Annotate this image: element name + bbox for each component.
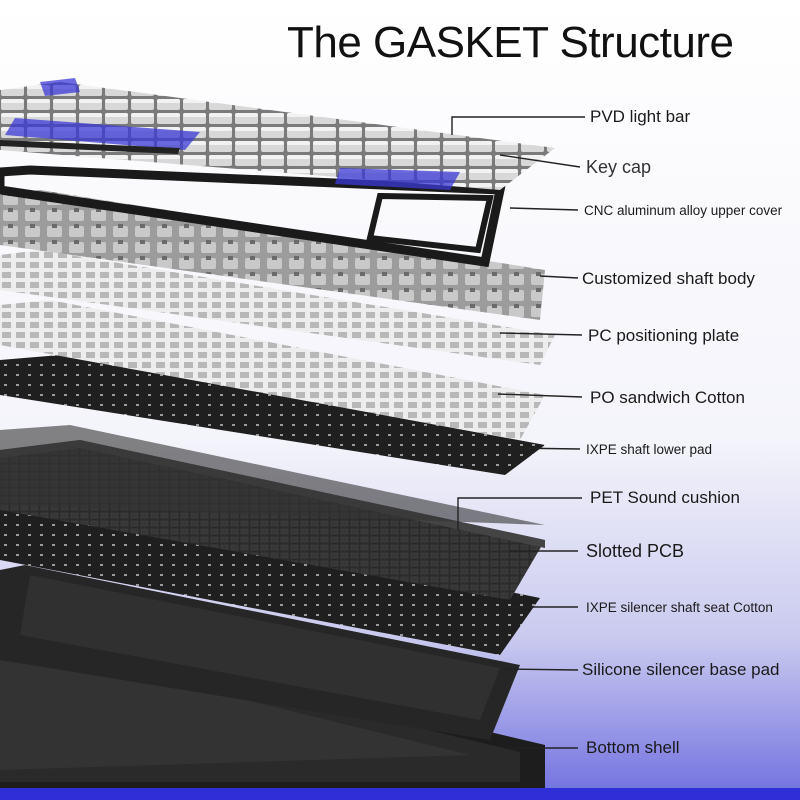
keycap-layer-icon <box>0 78 555 190</box>
plate-layer-icon <box>0 250 555 365</box>
cushion-layer-icon <box>0 425 545 525</box>
label-key-cap: Key cap <box>586 157 652 177</box>
label-pvd-light-bar: PVD light bar <box>590 107 691 126</box>
label-bottom-shell: Bottom shell <box>586 738 680 757</box>
page-title: The GASKET Structure <box>287 18 734 67</box>
foam-layer-icon <box>0 300 545 440</box>
pad-layer-icon <box>0 355 545 475</box>
keyboard-light-bar-icon <box>0 140 180 154</box>
silencer-layer-icon <box>0 500 540 655</box>
bottom-accent-bar <box>0 788 800 800</box>
base-pad-layer-icon <box>0 565 520 740</box>
switch-layer-icon <box>0 190 545 320</box>
label-slotted-pcb: Slotted PCB <box>586 541 685 561</box>
label-po-cotton: PO sandwich Cotton <box>590 388 745 407</box>
label-pc-plate: PC positioning plate <box>588 326 740 345</box>
label-upper-cover: CNC aluminum alloy upper cover <box>584 203 783 218</box>
label-shaft-body: Customized shaft body <box>582 269 755 288</box>
leader-lines <box>451 116 585 749</box>
upper-cover-frame-icon <box>0 165 506 268</box>
label-ixpe-lower-pad: IXPE shaft lower pad <box>586 442 713 457</box>
label-pet-cushion: PET Sound cushion <box>590 488 740 507</box>
label-silicone-pad: Silicone silencer base pad <box>582 660 780 679</box>
label-ixpe-silencer: IXPE silencer shaft seat Cotton <box>586 600 773 615</box>
